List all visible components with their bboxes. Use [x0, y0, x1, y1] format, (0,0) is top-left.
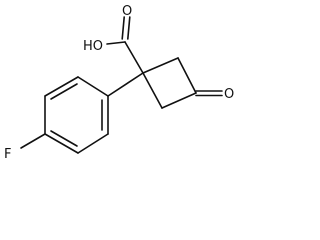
bond-quaternary-carbon-to-aryl — [107, 72, 144, 97]
bond-benzene-inner-1 — [50, 83, 78, 100]
bond-benzene-inner-2 — [50, 130, 78, 147]
bond-carbonyl-double-b — [127, 16, 131, 40]
bond-benzene-1 — [77, 76, 109, 97]
bond-ring-top — [142, 57, 179, 74]
atom-label-ketone-oxygen: O — [224, 87, 234, 102]
bond-carboxyl-carbon-to-hydroxyl — [106, 41, 126, 45]
bond-ring-right-upper — [177, 57, 197, 94]
atom-label-carboxyl-oxygen: O — [122, 4, 132, 19]
bond-aryl-to-fluorine — [20, 133, 46, 149]
bond-benzene-4 — [44, 133, 79, 154]
atom-label-fluorine: F — [4, 147, 11, 162]
bond-ring-left — [142, 72, 163, 109]
bond-carbonyl-double-a — [121, 16, 125, 40]
bond-benzene-2 — [44, 76, 79, 97]
atom-label-hydroxyl: HO — [83, 39, 103, 54]
bond-quaternary-carbon-to-carboxyl-carbon — [124, 41, 144, 74]
bond-benzene-5 — [77, 133, 109, 154]
bond-ring-right-lower — [161, 92, 197, 109]
chemical-structure-diagram: HO O O F — [4, 4, 234, 162]
